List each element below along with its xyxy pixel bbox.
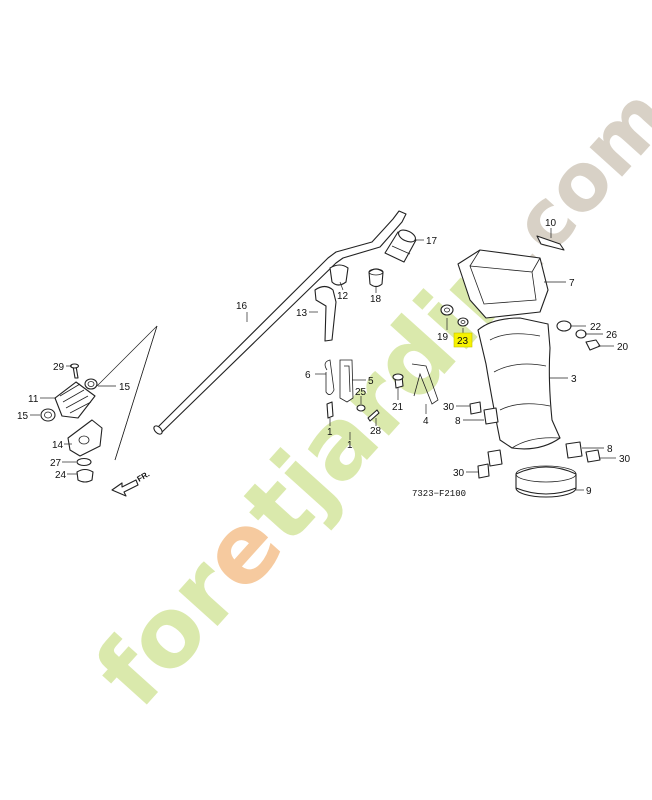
cap-24 xyxy=(76,468,94,483)
callout-22[interactable]: 22 xyxy=(590,322,602,333)
callout-3[interactable]: 3 xyxy=(571,374,577,385)
callout-16[interactable]: 16 xyxy=(236,301,248,312)
ring-15a xyxy=(84,378,98,390)
bracket-8b xyxy=(565,441,583,459)
leader-lines xyxy=(30,228,616,491)
highlight-box-23 xyxy=(453,332,473,348)
callout-19[interactable]: 19 xyxy=(437,332,449,343)
washer-27 xyxy=(76,457,92,467)
callout-15b[interactable]: 15 xyxy=(17,411,29,422)
callout-10[interactable]: 10 xyxy=(545,218,557,229)
ring-15b xyxy=(40,408,56,422)
washer-19 xyxy=(440,304,454,316)
callout-27[interactable]: 27 xyxy=(50,458,62,469)
washer-22 xyxy=(556,320,572,332)
callout-24[interactable]: 24 xyxy=(55,470,67,481)
washer-23 xyxy=(457,317,469,327)
callout-28[interactable]: 28 xyxy=(370,426,382,437)
front-arrow xyxy=(111,479,139,497)
assembly-guides xyxy=(96,325,158,461)
callout-25[interactable]: 25 xyxy=(355,387,367,398)
yoke-14 xyxy=(67,419,103,457)
callout-1b[interactable]: 1 xyxy=(347,440,353,451)
callout-5[interactable]: 5 xyxy=(368,376,374,387)
callout-15a[interactable]: 15 xyxy=(119,382,131,393)
washer-25 xyxy=(356,404,366,412)
clip-5 xyxy=(339,359,354,403)
spring-clip-6 xyxy=(324,359,335,395)
pin-1 xyxy=(326,401,334,419)
callout-13[interactable]: 13 xyxy=(296,308,308,319)
rod-4 xyxy=(411,363,439,405)
callout-30c[interactable]: 30 xyxy=(453,468,465,479)
pin-29 xyxy=(69,363,80,379)
shaft-16 xyxy=(153,210,407,435)
front-arrow-label: FR. xyxy=(136,469,152,483)
callout-17[interactable]: 17 xyxy=(426,236,438,247)
pin-28 xyxy=(367,409,380,422)
nut-20 xyxy=(585,339,601,351)
callout-29[interactable]: 29 xyxy=(53,362,65,373)
clip-10 xyxy=(536,235,565,251)
callout-6[interactable]: 6 xyxy=(305,370,311,381)
callout-21[interactable]: 21 xyxy=(392,402,404,413)
grommet-12 xyxy=(329,264,349,286)
ring-9 xyxy=(515,465,577,498)
callout-20[interactable]: 20 xyxy=(617,342,629,353)
callout-18[interactable]: 18 xyxy=(370,294,382,305)
callout-30b[interactable]: 30 xyxy=(619,454,631,465)
callout-26[interactable]: 26 xyxy=(606,330,618,341)
callout-30a[interactable]: 30 xyxy=(443,402,455,413)
callout-11[interactable]: 11 xyxy=(28,394,39,405)
bolt-30b xyxy=(585,449,601,463)
callout-8b[interactable]: 8 xyxy=(607,444,613,455)
bolt-30a xyxy=(469,401,482,415)
washer-26 xyxy=(575,329,587,339)
callout-numbers: 16 17 12 18 13 10 7 3 19 23 22 26 20 6 5… xyxy=(17,218,631,497)
bolt-21 xyxy=(392,373,404,389)
callout-14[interactable]: 14 xyxy=(52,440,64,451)
callout-9[interactable]: 9 xyxy=(586,486,592,497)
joint-11 xyxy=(54,381,96,419)
callout-8a[interactable]: 8 xyxy=(455,416,461,427)
callout-12[interactable]: 12 xyxy=(337,291,349,302)
bracket-8a xyxy=(483,407,499,425)
chute-3 xyxy=(477,317,561,450)
bracket-13 xyxy=(314,285,337,342)
bracket-30c xyxy=(477,449,503,479)
callout-1[interactable]: 1 xyxy=(327,427,333,438)
cap-18 xyxy=(368,268,384,288)
callout-23[interactable]: 23 xyxy=(457,336,469,347)
callout-4[interactable]: 4 xyxy=(423,416,429,427)
deflector-7 xyxy=(457,249,549,319)
callout-7[interactable]: 7 xyxy=(569,278,575,289)
diagram-code: 7323−F2100 xyxy=(412,489,466,499)
